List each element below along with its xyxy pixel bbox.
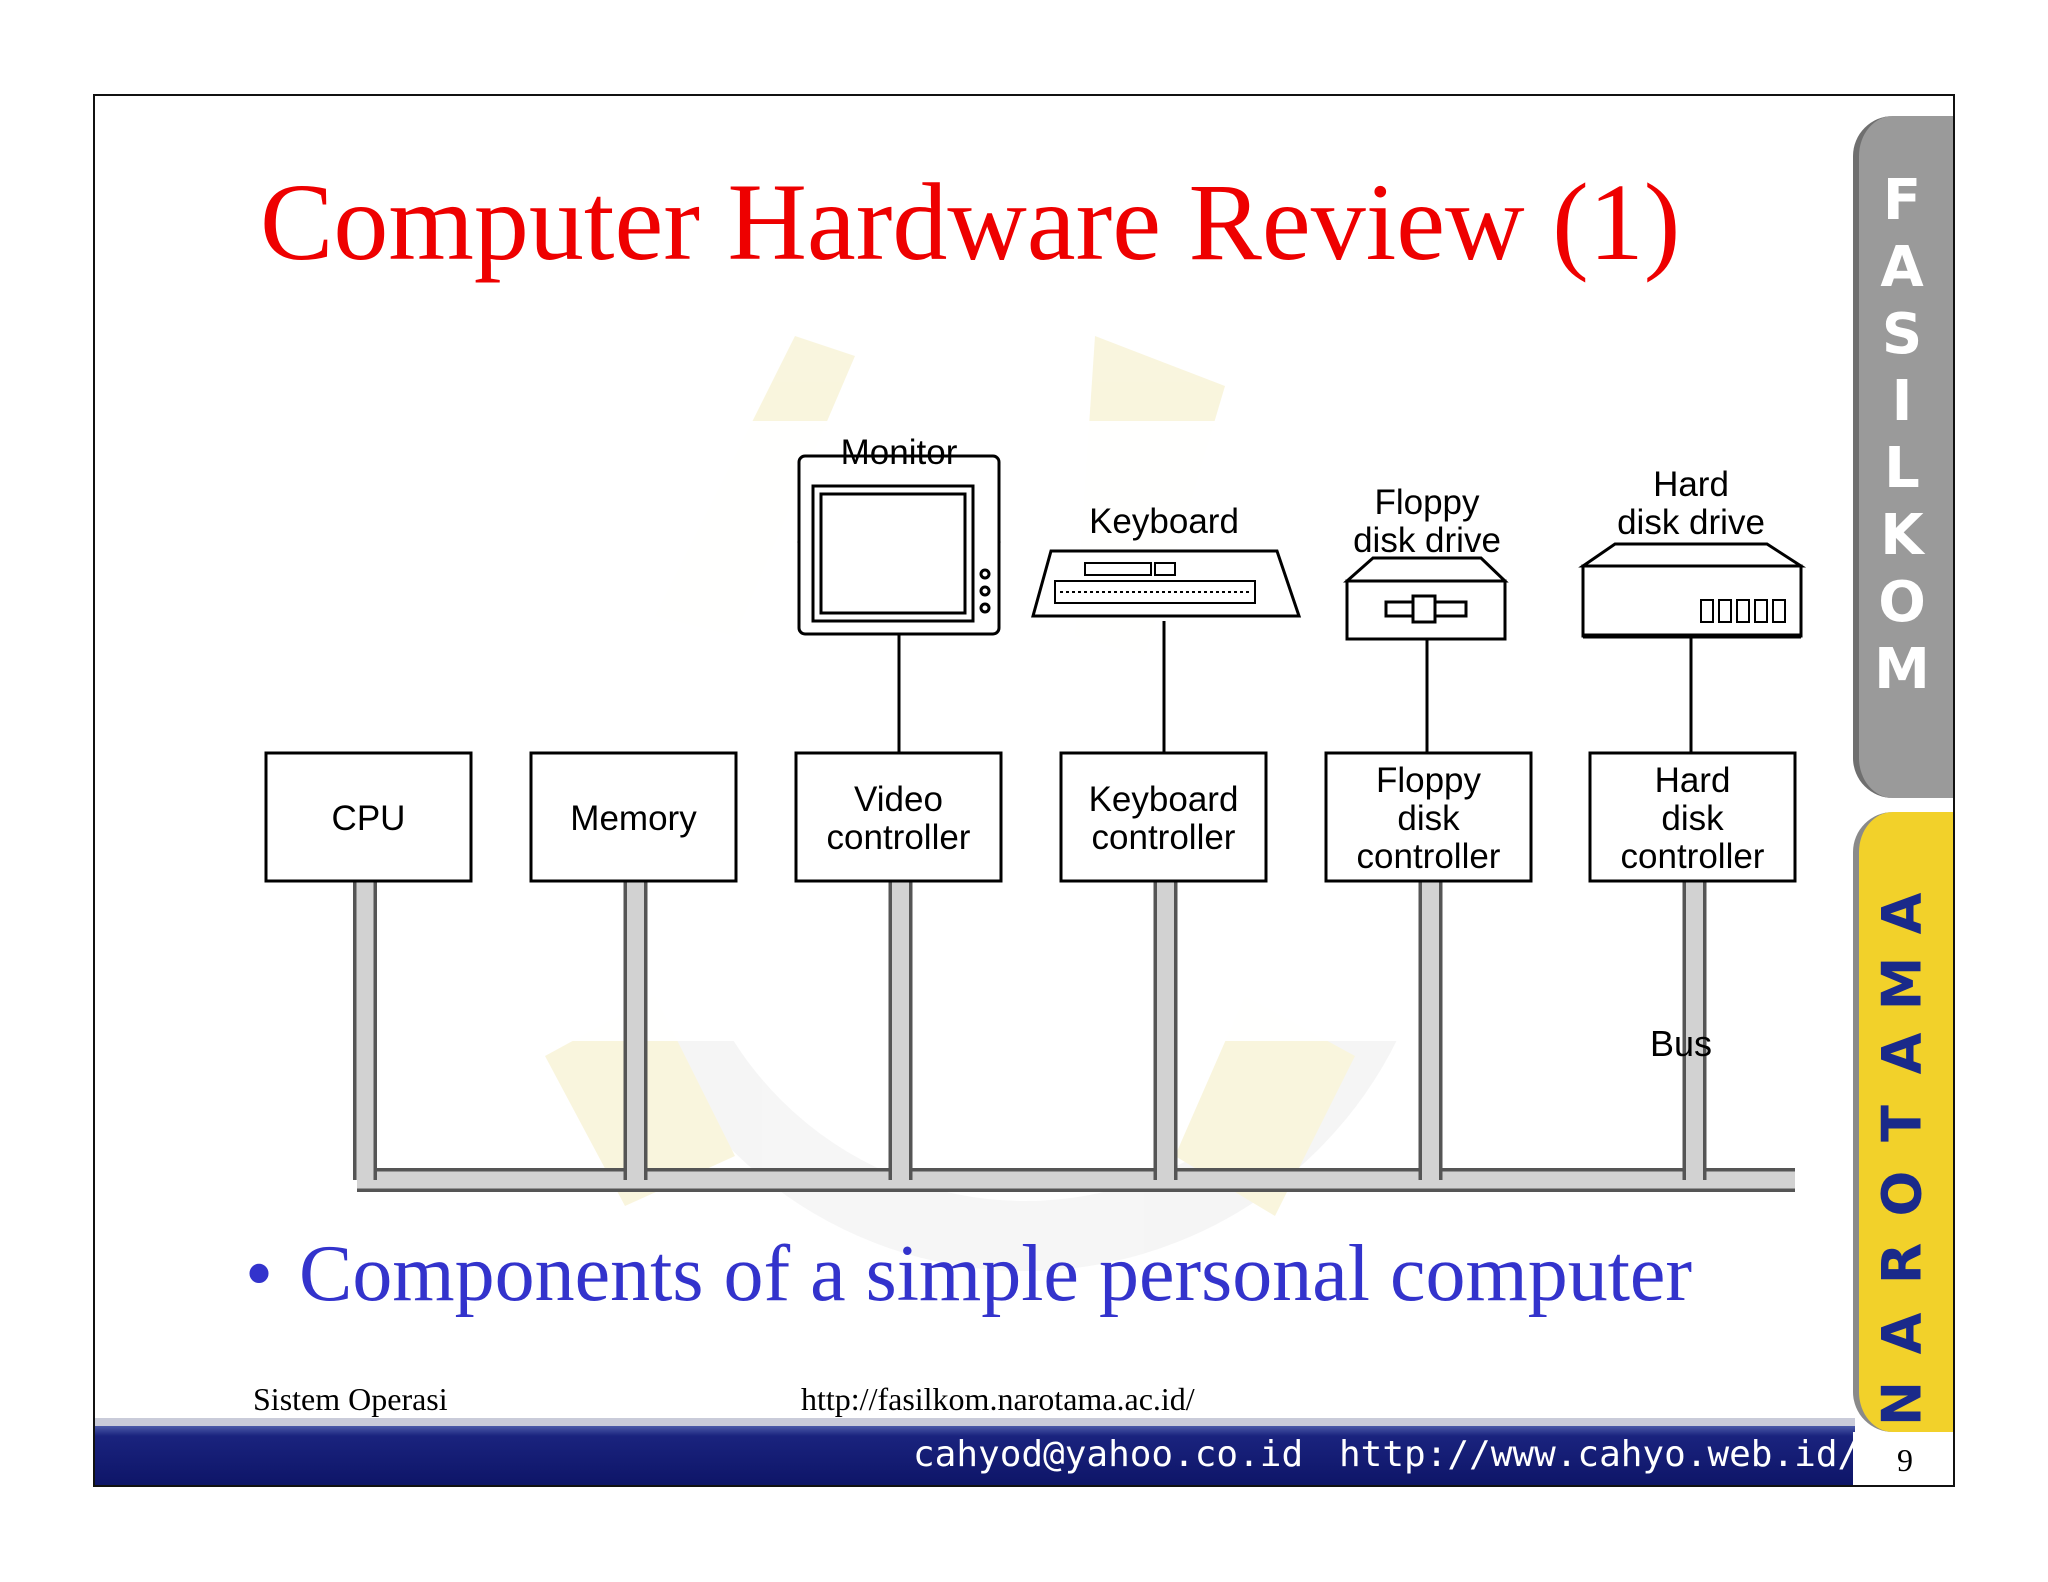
controller-label: Floppy	[1376, 761, 1482, 800]
device-label: Keyboard	[1089, 502, 1239, 541]
controller-label: disk	[1661, 799, 1724, 838]
fasilkom-letter: A	[1880, 235, 1924, 300]
fasilkom-letter: O	[1878, 570, 1926, 635]
footer-bar	[95, 1426, 1855, 1485]
footer-strip	[95, 1418, 1855, 1426]
hard-drive-icon	[1578, 542, 1807, 639]
keyboard-icon	[1031, 549, 1302, 618]
fasilkom-tab	[1853, 116, 1953, 798]
fasilkom-letter: S	[1881, 302, 1923, 367]
controller-label: Keyboard	[1089, 780, 1239, 819]
controller-label: Memory	[570, 799, 697, 838]
controller-label: controller	[1357, 837, 1501, 876]
bullet-point: • Components of a simple personal compute…	[245, 1226, 1692, 1322]
bullet-text: Components of a simple personal computer	[299, 1230, 1693, 1318]
device-label: Floppy	[1374, 483, 1480, 522]
device-connector-lines	[897, 621, 1693, 753]
bullet-symbol: •	[245, 1230, 274, 1318]
controller-label: controller	[1092, 818, 1236, 857]
fasilkom-letter: K	[1880, 503, 1924, 568]
controller-box: CPU	[264, 751, 473, 883]
floppy-drive-icon	[1343, 556, 1509, 641]
fasilkom-letter: F	[1882, 168, 1922, 233]
bus-label: Bus	[1650, 1023, 1712, 1064]
device-label: Monitor	[841, 433, 958, 472]
controller-label: CPU	[332, 799, 406, 838]
controller-label: controller	[1621, 837, 1765, 876]
controller-label: Hard	[1655, 761, 1731, 800]
narotama-letter: A	[1870, 892, 1934, 935]
device-label: disk drive	[1617, 503, 1765, 542]
narotama-tab	[1853, 812, 1953, 1432]
page-number: 9	[1897, 1442, 1913, 1478]
device-label: Hard	[1653, 465, 1729, 504]
page-number-box	[1853, 1432, 1953, 1485]
bus-connectors	[353, 881, 1707, 1180]
diagram-background	[260, 421, 1785, 1041]
fasilkom-letter: L	[1884, 436, 1920, 501]
slide-title: Computer Hardware Review (1)	[260, 161, 1681, 283]
footer-website: http://www.cahyo.web.id/	[1339, 1434, 1860, 1475]
controller-label: disk	[1397, 799, 1460, 838]
slide: Computer Hardware Review (1) CPU Memory Vi…	[93, 94, 1955, 1487]
monitor-icon	[797, 454, 1001, 636]
controller-label: controller	[827, 818, 971, 857]
fasilkom-letter: M	[1874, 637, 1930, 702]
footer-faculty-url: http://fasilkom.narotama.ac.id/	[801, 1381, 1195, 1417]
fasilkom-letter: I	[1891, 369, 1913, 434]
controller-box: Memory	[529, 751, 738, 883]
footer-course: Sistem Operasi	[253, 1381, 448, 1417]
device-label: disk drive	[1353, 521, 1501, 560]
footer-email: cahyod@yahoo.co.id	[913, 1434, 1304, 1475]
controller-label: Video	[854, 780, 943, 819]
